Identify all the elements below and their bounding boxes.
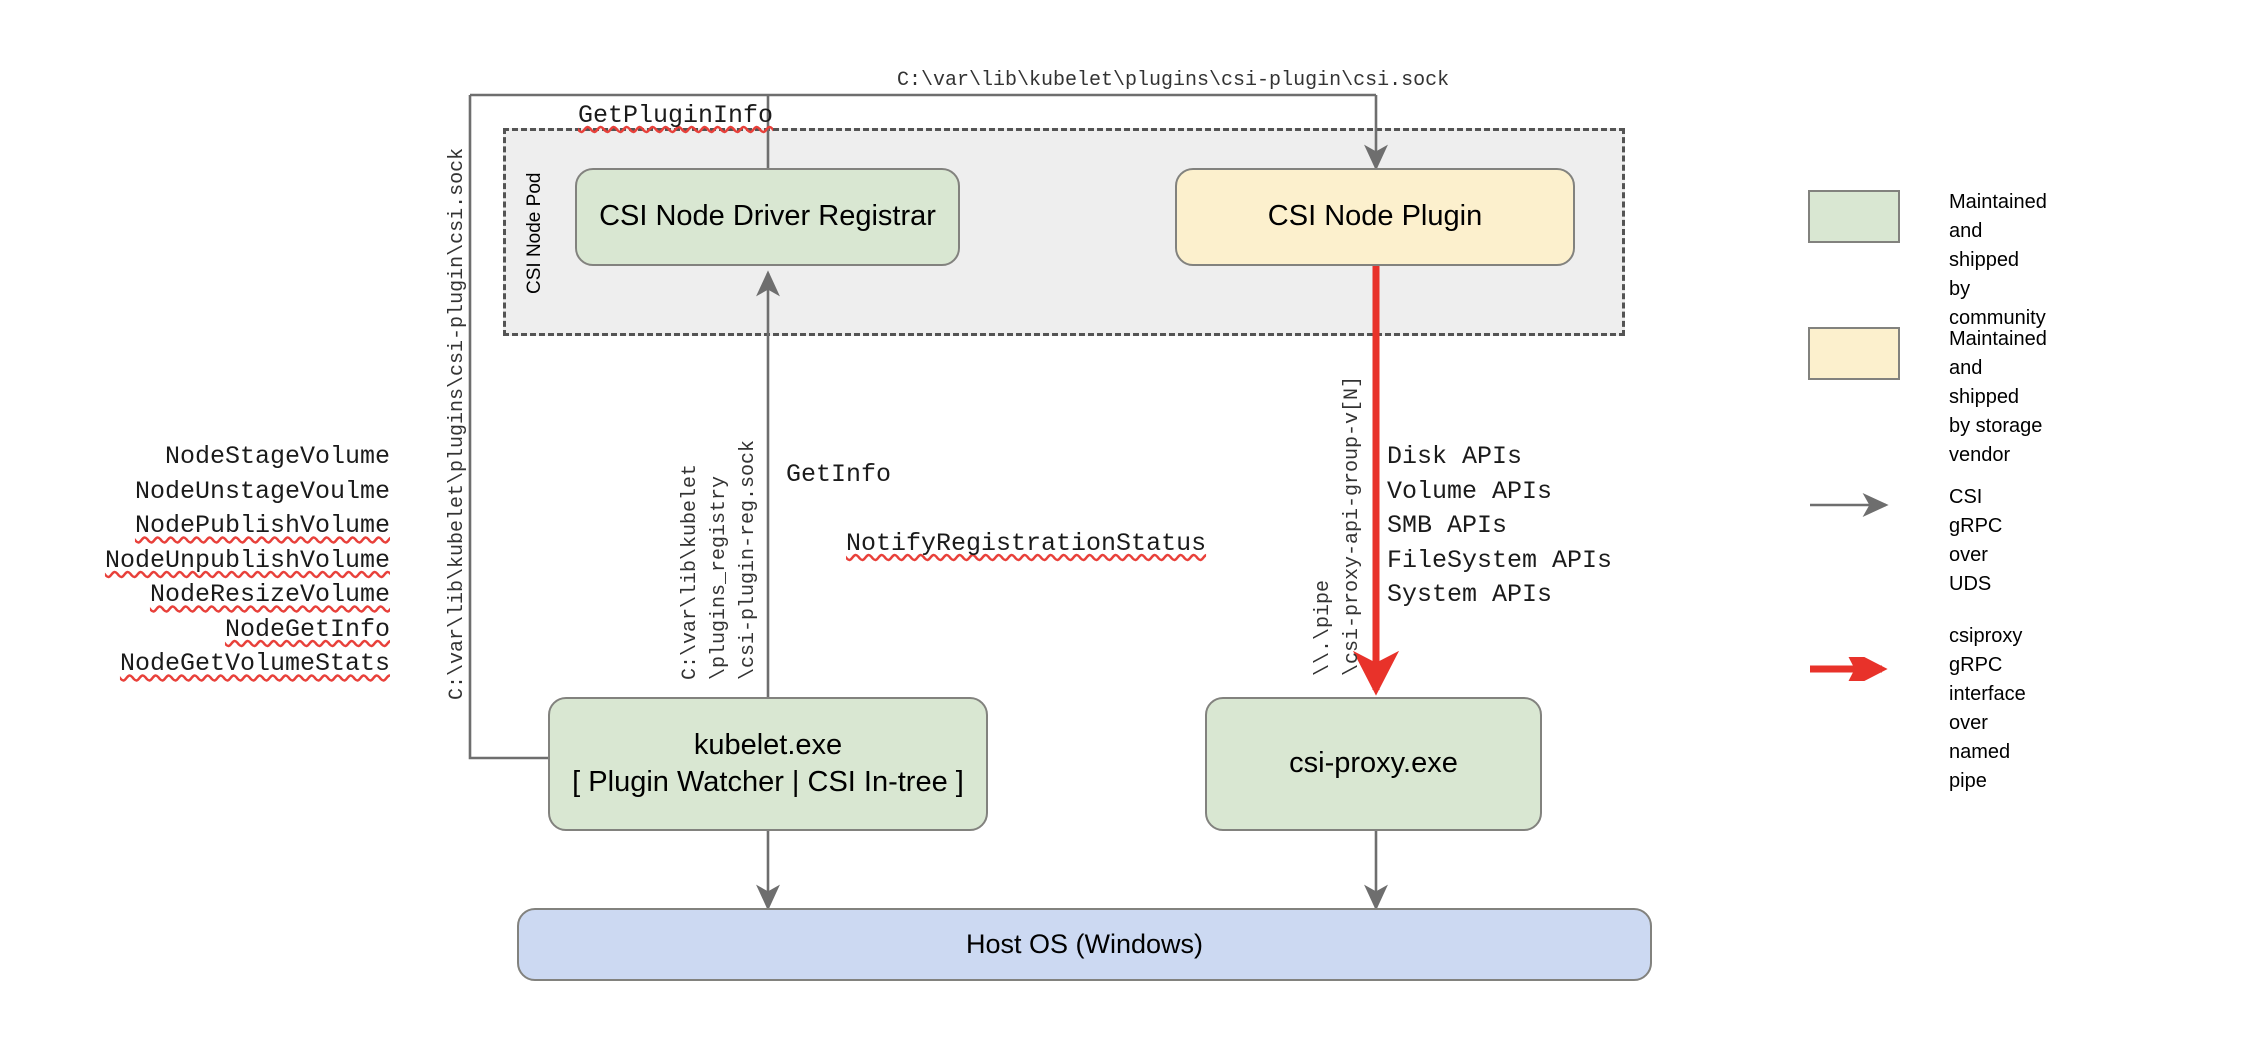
node-csi-node-plugin-label: CSI Node Plugin <box>1267 200 1483 233</box>
legend-label-vendor: Maintained and shipped by storage vendor <box>1949 328 2047 466</box>
node-service-api-item: NodeUnpublishVolume <box>80 544 390 579</box>
node-service-api-label: NodeResizeVolume <box>149 580 390 609</box>
label-get-plugin-info-text: GetPluginInfo <box>578 100 774 130</box>
legend-label-named-pipe: csiproxy gRPC interface over named pipe <box>1949 625 2026 792</box>
legend-arrow-uds-icon <box>1808 493 1900 517</box>
legend-item-vendor: Maintained and shipped by storage vendor <box>1808 327 2047 470</box>
csi-proxy-api-item: SMB APIs <box>1387 511 1508 540</box>
legend-item-uds: CSI gRPC over UDS <box>1808 486 2002 599</box>
label-named-pipe-line1: \\.\pipe <box>1312 579 1335 676</box>
csi-proxy-api-item: System APIs <box>1387 580 1553 609</box>
node-service-api-label: NodeUnstageVoulme <box>134 476 390 506</box>
node-service-api-label: NodeGetInfo <box>224 614 390 644</box>
label-get-plugin-info: GetPluginInfo <box>518 64 773 168</box>
node-csi-node-driver-registrar-label: CSI Node Driver Registrar <box>599 200 936 233</box>
legend-item-named-pipe: csiproxy gRPC interface over named pipe <box>1808 625 2026 796</box>
legend-swatch-community <box>1808 190 1900 243</box>
node-service-api-label: NodeUnpublishVolume <box>104 545 390 575</box>
node-csi-proxy-exe[interactable]: csi-proxy.exe <box>1205 697 1542 831</box>
node-service-api-item: NodeStageVolume <box>80 440 390 475</box>
node-service-api-label: NodePublishVolume <box>134 511 390 540</box>
node-kubelet-label-line2: [ Plugin Watcher | CSI In-tree ] <box>572 766 964 798</box>
node-host-os[interactable]: Host OS (Windows) <box>517 908 1652 981</box>
node-service-api-label: NodeStageVolume <box>164 442 390 471</box>
legend-item-community: Maintained and shipped by community <box>1808 190 2047 333</box>
legend-label-uds: CSI gRPC over UDS <box>1949 486 2003 595</box>
node-service-api-item: NodePublishVolume <box>80 509 390 544</box>
legend-swatch-vendor <box>1808 327 1900 380</box>
label-named-pipe-line2: \csi-proxy-api-group-v[N] <box>1341 375 1364 676</box>
node-csi-node-plugin[interactable]: CSI Node Plugin <box>1175 168 1575 266</box>
node-service-api-item: NodeGetVolumeStats <box>80 647 390 682</box>
node-service-api-item: NodeGetInfo <box>80 613 390 648</box>
csi-proxy-api-item: Volume APIs <box>1387 476 1553 506</box>
node-service-api-item: NodeResizeVolume <box>80 578 390 613</box>
csi-proxy-api-item: FileSystem APIs <box>1387 545 1613 575</box>
label-get-info: GetInfo <box>786 460 892 489</box>
csi-proxy-api-item: Disk APIs <box>1387 442 1523 471</box>
node-host-os-label: Host OS (Windows) <box>965 929 1204 960</box>
label-notify-registration-status: NotifyRegistrationStatus <box>786 492 1206 596</box>
label-registry-path-line2: \plugins_registry <box>708 475 731 680</box>
node-service-api-item: NodeUnstageVoulme <box>80 475 390 510</box>
label-left-socket-path: C:\var\lib\kubelet\plugins\csi-plugin\cs… <box>446 147 469 700</box>
csi-node-pod-label: CSI Node Pod <box>524 172 545 294</box>
legend-arrow-named-pipe-icon <box>1808 645 1900 693</box>
node-csi-node-driver-registrar[interactable]: CSI Node Driver Registrar <box>575 168 960 266</box>
label-top-socket-path: C:\var\lib\kubelet\plugins\csi-plugin\cs… <box>897 69 1450 92</box>
node-kubelet-label-line1: kubelet.exe <box>693 728 843 761</box>
label-notify-registration-status-text: NotifyRegistrationStatus <box>846 528 1207 558</box>
label-registry-path-line1: C:\var\lib\kubelet <box>679 463 702 680</box>
label-registry-path-line3: \csi-plugin-reg.sock <box>737 439 760 680</box>
legend-label-community: Maintained and shipped by community <box>1949 191 2047 329</box>
node-csi-proxy-label: csi-proxy.exe <box>1289 747 1458 780</box>
node-kubelet-exe[interactable]: kubelet.exe [ Plugin Watcher | CSI In-tr… <box>548 697 988 831</box>
node-service-api-label: NodeGetVolumeStats <box>119 649 390 678</box>
